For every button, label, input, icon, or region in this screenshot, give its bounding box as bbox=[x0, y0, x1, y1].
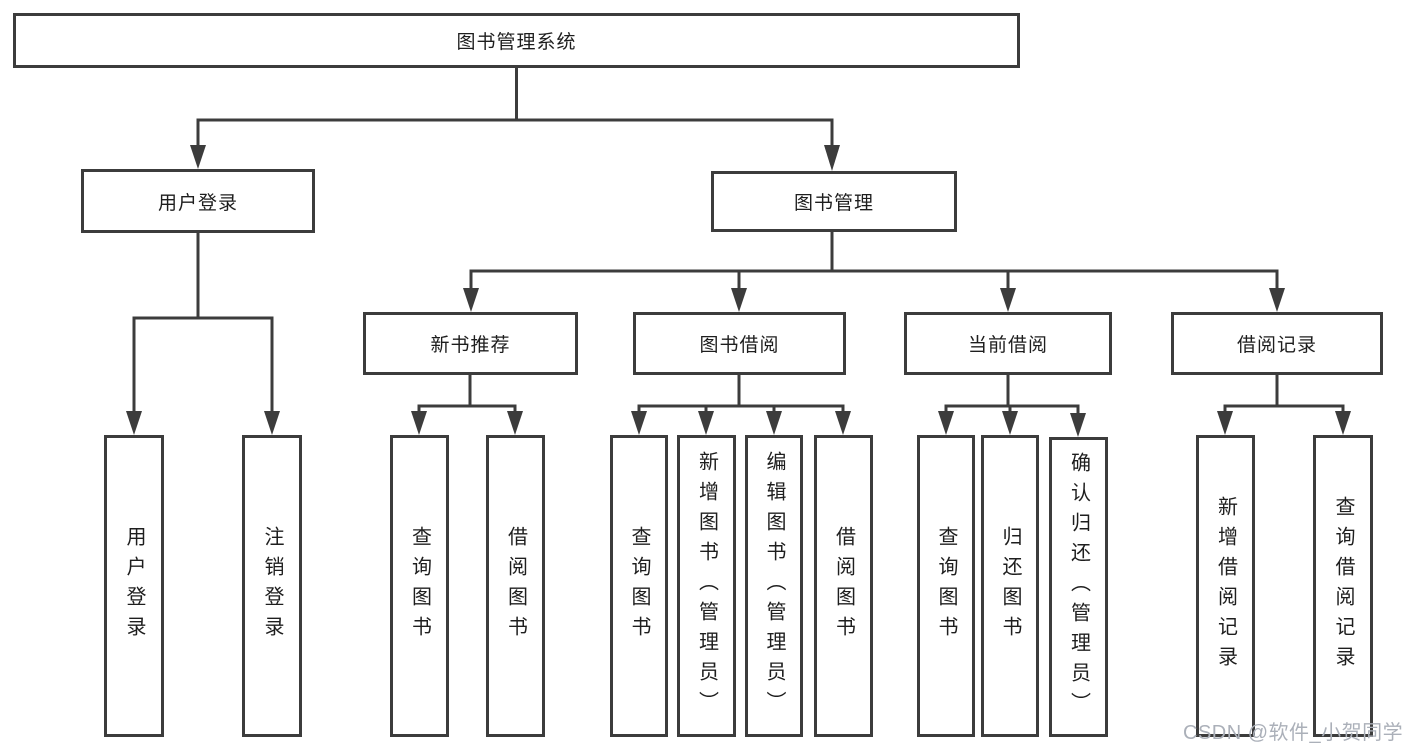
csdn-watermark: CSDN @软件_小贺同学 bbox=[1183, 722, 1404, 744]
leaf-return-books: 归还图书 bbox=[981, 435, 1039, 737]
leaf-label: 查询图书 bbox=[935, 526, 957, 646]
edge-root-to-level2 bbox=[196, 66, 834, 150]
edge-borrow-records-children bbox=[1223, 373, 1345, 416]
arrowheads bbox=[126, 145, 1351, 437]
leaf-user-login: 用户登录 bbox=[104, 435, 164, 737]
leaf-label: 确认归还（管理员） bbox=[1067, 452, 1090, 722]
node-label: 当前借阅 bbox=[967, 335, 1048, 356]
edge-book-management-children bbox=[469, 230, 1279, 292]
node-label: 新书推荐 bbox=[430, 335, 511, 356]
leaf-query-books-current: 查询图书 bbox=[917, 435, 975, 737]
leaf-label: 注销登录 bbox=[261, 526, 283, 646]
edge-user-login-children bbox=[132, 231, 274, 416]
node-label: 图书借阅 bbox=[699, 335, 780, 356]
leaf-add-book-admin: 新增图书（管理员） bbox=[677, 435, 736, 737]
leaf-edit-book-admin: 编辑图书（管理员） bbox=[745, 435, 803, 737]
node-library-management-system: 图书管理系统 bbox=[13, 13, 1020, 68]
leaf-logout: 注销登录 bbox=[242, 435, 302, 737]
leaf-label: 查询借阅记录 bbox=[1332, 496, 1354, 676]
node-current-borrowing: 当前借阅 bbox=[904, 312, 1112, 375]
edge-book-borrowing-children bbox=[637, 373, 845, 416]
leaf-query-borrow-record: 查询借阅记录 bbox=[1313, 435, 1373, 737]
leaf-borrow-books-recommend: 借阅图书 bbox=[486, 435, 545, 737]
leaf-label: 查询图书 bbox=[628, 526, 650, 646]
node-user-login: 用户登录 bbox=[81, 169, 315, 233]
leaf-label: 查询图书 bbox=[408, 526, 431, 646]
node-label: 图书管理系统 bbox=[456, 32, 577, 53]
node-new-book-recommend: 新书推荐 bbox=[363, 312, 578, 375]
leaf-label: 归还图书 bbox=[999, 526, 1021, 646]
edge-new-book-children bbox=[417, 373, 517, 416]
leaf-query-books-borrowing: 查询图书 bbox=[610, 435, 668, 737]
leaf-label: 编辑图书（管理员） bbox=[763, 451, 785, 721]
node-label: 借阅记录 bbox=[1236, 335, 1317, 356]
leaf-add-borrow-record: 新增借阅记录 bbox=[1196, 435, 1255, 737]
leaf-label: 新增借阅记录 bbox=[1214, 496, 1237, 676]
leaf-confirm-return-admin: 确认归还（管理员） bbox=[1049, 437, 1108, 737]
leaf-label: 新增图书（管理员） bbox=[695, 451, 718, 721]
node-borrowing-records: 借阅记录 bbox=[1171, 312, 1383, 375]
node-book-borrowing: 图书借阅 bbox=[633, 312, 846, 375]
node-label: 图书管理 bbox=[793, 193, 874, 214]
edge-current-borrowing-children bbox=[944, 373, 1080, 416]
node-book-management: 图书管理 bbox=[711, 171, 957, 232]
leaf-label: 用户登录 bbox=[123, 526, 145, 646]
leaf-label: 借阅图书 bbox=[832, 526, 855, 646]
leaf-borrow-books-borrowing: 借阅图书 bbox=[814, 435, 873, 737]
leaf-label: 借阅图书 bbox=[504, 526, 527, 646]
node-label: 用户登录 bbox=[157, 192, 238, 214]
leaf-query-books-recommend: 查询图书 bbox=[390, 435, 449, 737]
